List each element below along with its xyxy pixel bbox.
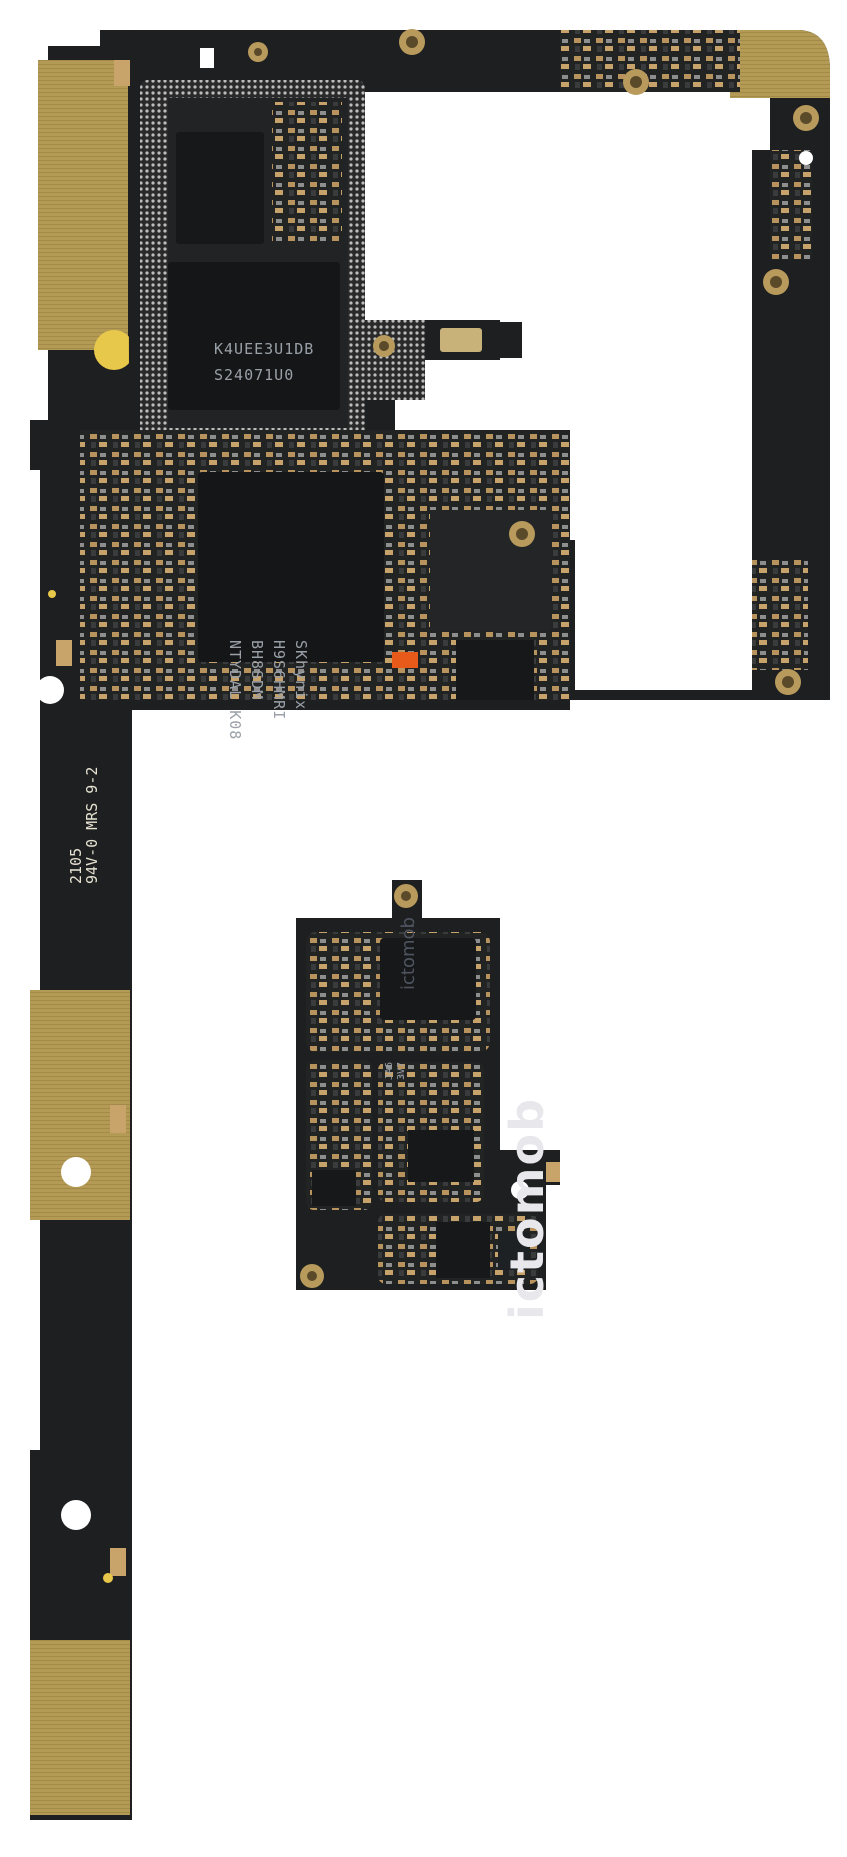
flash-chip-line: NTYDAL K08	[226, 640, 244, 741]
flash-chip-line: BH8SDM	[248, 640, 266, 701]
silkscreen-text: 2105 94V-0 MRS 9-2	[67, 766, 101, 884]
flash-chip-line: SKhynix	[292, 640, 310, 711]
sub-board	[296, 880, 560, 1290]
flash-chip-label: SKhynix H9S6HMRI BH8SDM NTYDAL K08	[224, 640, 312, 740]
ram-chip-line: K4UEE3U1DB	[214, 340, 315, 358]
silkscreen-line-2: 94V-0 MRS 9-2	[83, 766, 101, 884]
watermark: ictomob	[500, 1096, 554, 1320]
watermark-small: ictomob	[398, 917, 419, 990]
sub-chip-label: JA6 3V7	[384, 1062, 408, 1080]
ram-chip-line: S24071U0	[214, 366, 295, 384]
sub-chip-line: JA6	[384, 1061, 395, 1080]
flash-chip-line: H9S6HMRI	[270, 640, 288, 721]
sub-chip-line: 3V7	[396, 1061, 407, 1080]
main-board	[80, 29, 830, 710]
main-board-strip	[30, 30, 134, 1820]
ram-chip-label: K4UEE3U1DB S24071U0	[214, 336, 314, 388]
